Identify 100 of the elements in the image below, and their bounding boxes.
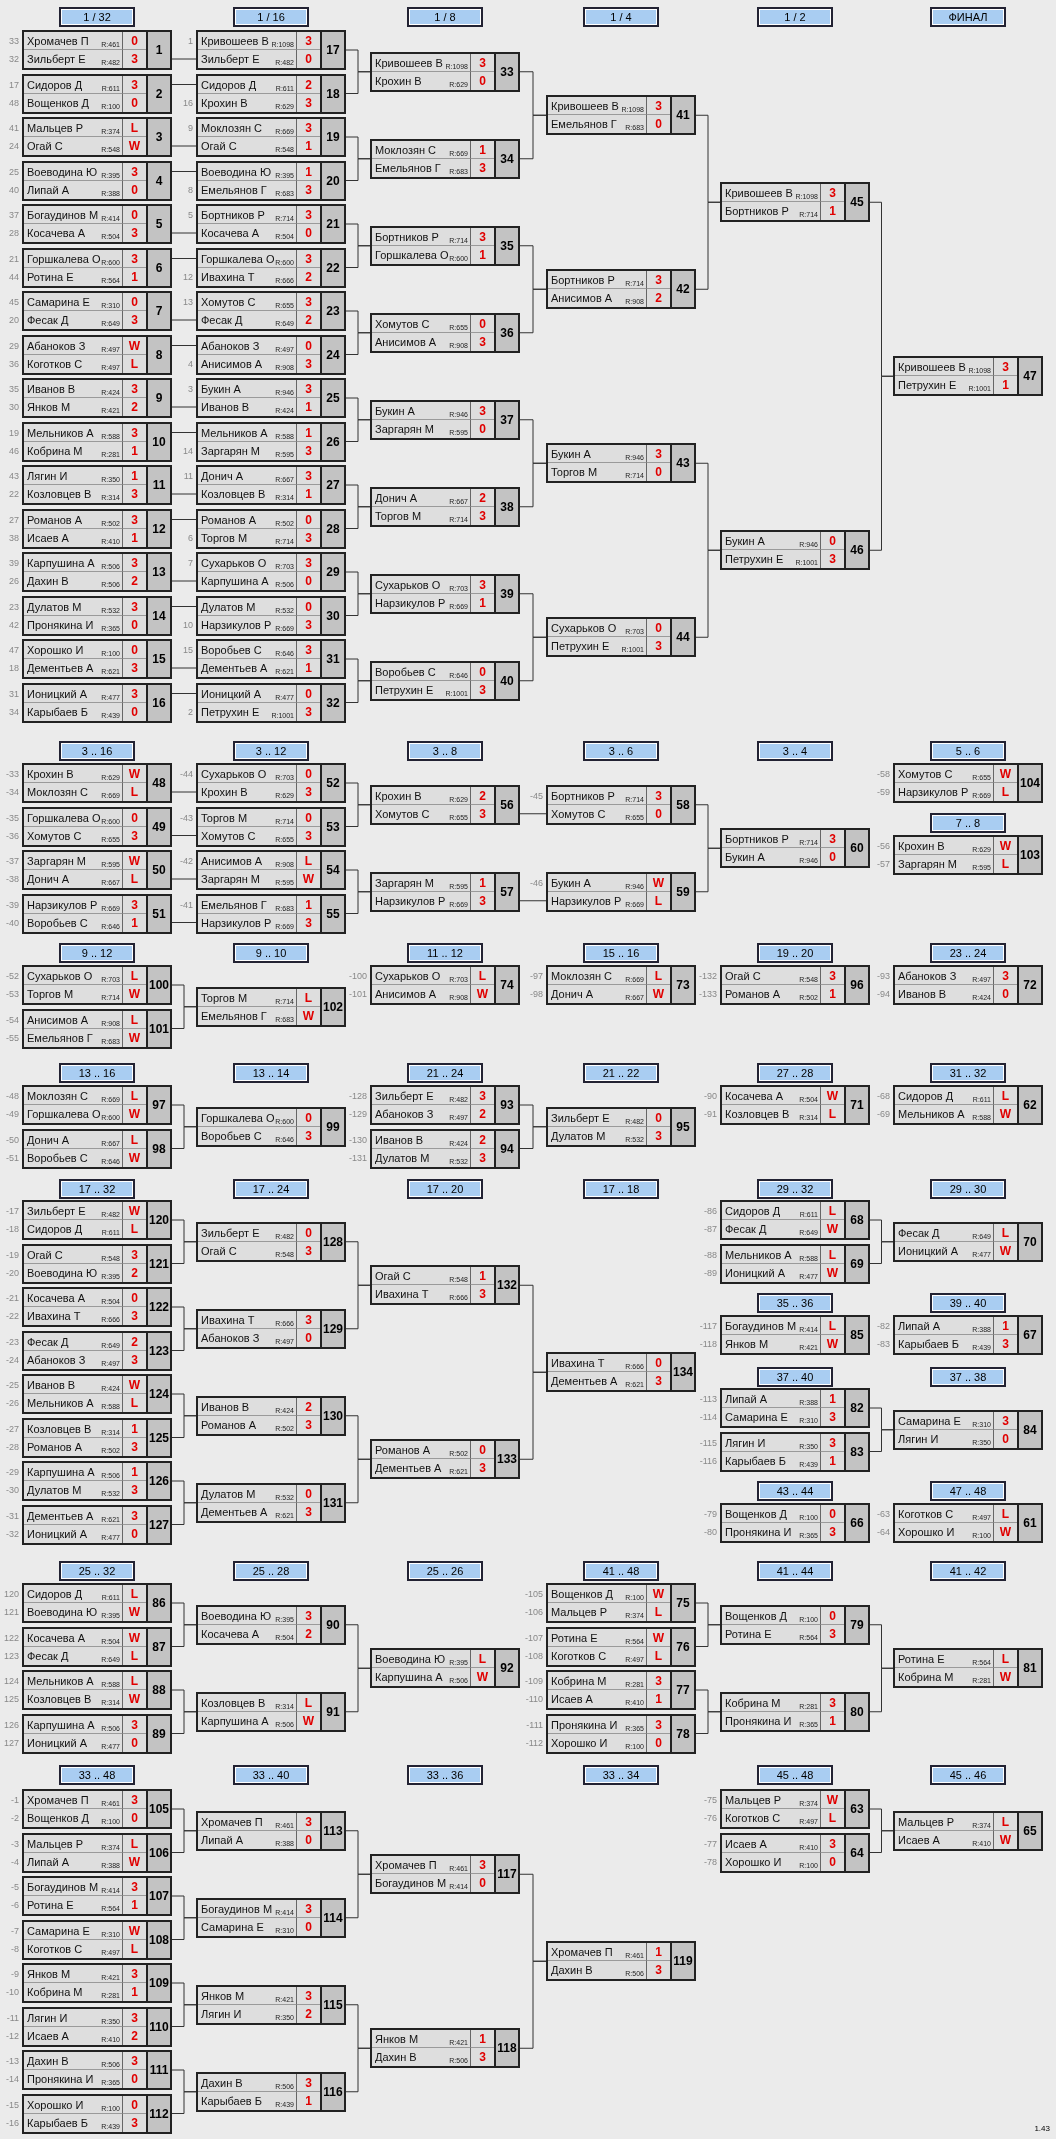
round-header: 5 .. 6 [930,741,1006,761]
player-name: Воробьев С [201,1128,262,1144]
player-name: Ротина Е [898,1652,945,1668]
match-number: 76 [670,1628,694,1665]
seed-number: 24 [8,140,19,153]
player-name: Бортников Р [551,788,615,804]
player-name: Горшкалева О [27,251,101,267]
match-box [370,965,520,1005]
match-box [370,225,520,266]
seed-number: 121 [2,1606,19,1619]
player-name: Торгов М [201,810,248,826]
player-name: Хомутов С [551,806,606,822]
match-box [196,1691,346,1732]
seed-number: -1 [10,1794,19,1807]
match-box [196,30,346,70]
seed-number: -86 [703,1205,717,1218]
seed-number: -21 [5,1292,19,1305]
match-number: 116 [320,2073,344,2110]
player-name: Букин А [551,875,591,891]
player-name: Заргарян М [27,854,86,869]
match-box [196,850,346,890]
match-box [22,508,172,549]
player-name: Ивахина Т [551,1356,605,1372]
player-name: Анисимов А [551,291,613,307]
match-box [720,1691,870,1732]
match-number: 36 [494,314,518,351]
player-name: Исаев А [551,1692,593,1707]
bracket-line [345,1458,371,1504]
player-name: Хорошко И [551,1735,608,1751]
match-number: 44 [670,619,694,656]
match-number: 118 [494,2030,518,2067]
player-name: Крохин В [201,95,248,111]
match-box [720,1315,870,1355]
seed-number: -101 [348,988,367,1001]
player-name: Донич А [27,1132,70,1148]
seed-number: -131 [348,1151,367,1165]
match-number: 73 [670,967,694,1003]
match-box [893,1409,1043,1450]
match-box [22,1008,172,1049]
seed-number: -2 [10,1812,19,1825]
player-name: Фесак Д [27,1334,69,1350]
player-name: Мальцев Р [27,1836,84,1852]
seed-number: 6 [187,531,193,545]
version-label: 1.43 [1034,2124,1050,2133]
seed-number: -9 [10,1968,19,1981]
player-name: Дементьев А [27,1508,94,1524]
player-name: Косачева А [27,1291,85,1306]
seed-number: -3 [10,1837,19,1851]
player-name: Абаноков З [898,969,957,984]
player-name: Петрухин Е [201,704,260,720]
match-number: 60 [844,830,868,867]
match-box [22,1713,172,1754]
match-number: 94 [494,1130,518,1167]
match-number: 58 [670,786,694,823]
match-number: 82 [844,1390,868,1426]
seed-number: -110 [524,1693,543,1706]
player-name: Лягин И [898,1431,939,1447]
seed-number: -64 [876,1526,890,1539]
round-header: 25 .. 32 [59,1561,135,1581]
player-name: Мельников А [27,1396,94,1411]
bracket-line [869,1429,894,1452]
match-box [546,1626,696,1667]
player-name: Косачева А [201,226,259,241]
player-name: Косачева А [201,1626,259,1642]
match-box [370,1648,520,1689]
match-number: 15 [146,641,170,677]
player-name: Хорошко И [27,643,84,658]
match-number: 57 [494,873,518,910]
bracket-line [171,1502,197,1525]
player-name: Донич А [27,872,70,887]
match-box [546,1106,696,1147]
player-name: Коготков С [27,356,83,372]
match-number: 128 [320,1223,344,1260]
player-name: Дахин В [201,2075,243,2091]
seed-number: -26 [5,1397,19,1410]
player-name: Сидоров Д [201,77,257,93]
player-name: Романов А [27,1439,83,1455]
seed-number: -25 [5,1379,19,1392]
player-name: Заргарян М [201,443,260,459]
match-number: 27 [320,467,344,503]
player-name: Ионицкий А [725,1265,786,1281]
player-name: Ионицкий А [27,686,88,702]
round-header: 9 .. 10 [233,943,309,963]
player-name: Ротина Е [27,269,74,285]
bracket-line [171,1415,197,1438]
bracket-line [171,519,197,520]
player-name: Вощенков Д [551,1587,613,1602]
player-name: Карыбаев Б [725,1453,786,1469]
match-number: 74 [494,967,518,1003]
seed-number: -35 [5,811,19,825]
match-number: 52 [320,765,344,801]
player-name: Бортников Р [375,229,439,245]
match-box [893,965,1043,1005]
seed-number: -51 [5,1151,19,1165]
match-box [22,1789,172,1829]
player-name: Ионицкий А [27,1735,88,1751]
match-box [22,1374,172,1414]
bracket-line [171,2004,197,2027]
match-number: 26 [320,423,344,460]
match-box [546,1583,696,1623]
